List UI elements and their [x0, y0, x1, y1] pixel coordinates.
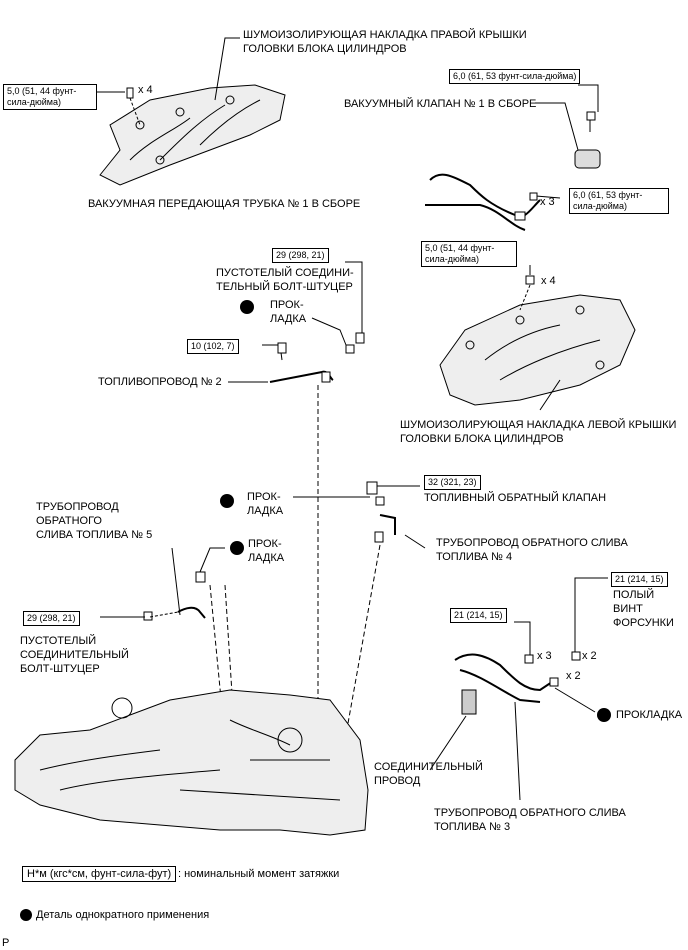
torque-spec-4: 29 (298, 21): [272, 248, 329, 263]
torque-spec-8: 29 (298, 21): [23, 611, 80, 626]
nonreusable-dot-top: [240, 300, 254, 314]
torque-spec-6: 10 (102, 7): [187, 339, 239, 354]
torque-spec-9: 21 (214, 15): [611, 572, 668, 587]
left-cover-label: ШУМОИЗОЛИРУЮЩАЯ НАКЛАДКА ЛЕВОЙ КРЫШКИ ГО…: [400, 419, 677, 445]
legend-torque-box: Н*м (кгс*см, фунт-сила-фут): [22, 866, 177, 882]
union-bolt-top-label: ПУСТОТЕЛЫЙ СОЕДИНИ- ТЕЛЬНЫЙ БОЛТ-ШТУЦЕР: [216, 267, 354, 293]
injector-screw-label: ПОЛЫЙ ВИНТ ФОРСУНКИ: [613, 589, 674, 629]
torque-spec-10: 21 (214, 15): [450, 608, 507, 623]
fuel-pipe-2-label: ТОПЛИВОПРОВОД № 2: [98, 376, 222, 388]
gasket-top-label: ПРОК- ЛАДКА: [270, 299, 307, 325]
vacuum-valve-illustration: [535, 84, 601, 169]
return-pipe-4-label: ТРУБОПРОВОД ОБРАТНОГО СЛИВА ТОПЛИВА № 4: [436, 537, 628, 563]
engine-illustration: [14, 689, 369, 836]
nonreusable-dot-left: [230, 541, 244, 555]
connecting-wire-label: СОЕДИНИТЕЛЬНЫЙ ПРОВОД: [374, 761, 483, 787]
quantity-5: x 2: [582, 650, 597, 662]
left-cover-illustration: [439, 265, 636, 411]
torque-spec-7: 32 (321, 23): [424, 475, 481, 490]
right-cover-illustration: [99, 84, 286, 186]
return-valve-label: ТОПЛИВНЫЙ ОБРАТНЫЙ КЛАПАН: [424, 492, 607, 504]
quantity-3: x 4: [541, 275, 556, 287]
legend-torque-text: : номинальный момент затяжки: [178, 868, 340, 880]
return-pipe-3-label: ТРУБОПРОВОД ОБРАТНОГО СЛИВА ТОПЛИВА № 3: [434, 807, 626, 833]
vacuum-tube-label: ВАКУУМНАЯ ПЕРЕДАЮЩАЯ ТРУБКА № 1 В СБОРЕ: [88, 198, 361, 210]
quantity-1: x 4: [138, 84, 153, 96]
vacuum-tube-illustration: [425, 173, 561, 231]
right-cover-label: ШУМОИЗОЛИРУЮЩАЯ НАКЛАДКА ПРАВОЙ КРЫШКИ Г…: [243, 29, 527, 55]
torque-spec-3: 6,0 (61, 53 фунт- сила-дюйма): [569, 188, 669, 214]
legend-nonreusable-text: Деталь однократного применения: [36, 909, 210, 921]
torque-spec-1: 5,0 (51, 44 фунт- сила-дюйма): [3, 84, 97, 110]
vacuum-valve-label: ВАКУУМНЫЙ КЛАПАН № 1 В СБОРЕ: [344, 98, 537, 110]
nonreusable-dot-mid: [220, 494, 234, 508]
nonreusable-dot-right: [597, 708, 611, 722]
gasket-left-label: ПРОК- ЛАДКА: [248, 538, 285, 564]
footer-code: P: [2, 937, 10, 949]
quantity-6: x 2: [566, 670, 581, 682]
quantity-4: x 3: [537, 650, 552, 662]
legend-nonreusable-dot: [20, 909, 32, 921]
union-bolt-left-label: ПУСТОТЕЛЫЙ СОЕДИНИТЕЛЬНЫЙ БОЛТ-ШТУЦЕР: [20, 635, 129, 675]
quantity-2: x 3: [540, 196, 555, 208]
return-pipe-5-label: ТРУБОПРОВОД ОБРАТНОГО СЛИВА ТОПЛИВА № 5: [36, 501, 153, 541]
gasket-mid-label: ПРОК- ЛАДКА: [247, 491, 284, 517]
return-pipe-3-illustration: [454, 651, 581, 703]
torque-spec-5: 5,0 (51, 44 фунт- сила-дюйма): [421, 241, 517, 267]
torque-spec-2: 6,0 (61, 53 фунт-сила-дюйма): [449, 69, 581, 84]
gasket-right-label: ПРОКЛАДКА: [616, 709, 683, 721]
